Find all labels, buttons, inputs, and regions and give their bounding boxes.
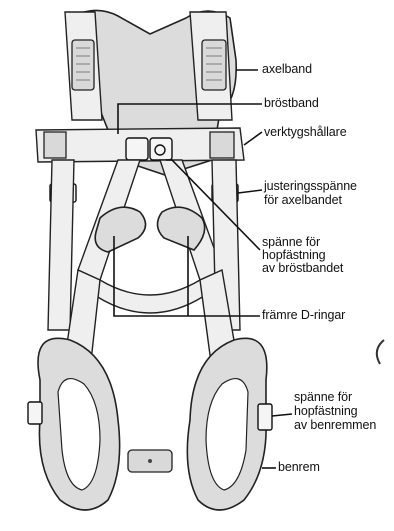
label-d-ringar: främre D-ringar (262, 309, 345, 322)
label-justeringsspanne-line2: för axelbandet (264, 194, 342, 207)
d-ring-icon (377, 340, 384, 364)
label-justeringsspanne-line1: justeringsspänne (264, 180, 357, 193)
left-leg-buckle (28, 402, 42, 424)
right-d-ring-loop (157, 207, 204, 250)
label-brost-spanne-line3: av bröstbandet (262, 262, 343, 275)
left-side-strap (48, 160, 74, 330)
label-benrem: benrem (278, 461, 320, 474)
right-leg-buckle (258, 404, 272, 430)
label-ben-spanne-line1: spänne för (294, 391, 352, 404)
label-ben-spanne-line2: hopfästning (294, 405, 358, 418)
label-brostband: bröstband (264, 97, 319, 110)
label-verktygshallare: verktygshållare (264, 126, 347, 139)
left-shoulder-strap (65, 12, 102, 120)
chest-strap (36, 128, 244, 162)
label-ben-spanne-line3: av benremmen (294, 419, 376, 432)
label-axelband: axelband (262, 63, 312, 76)
